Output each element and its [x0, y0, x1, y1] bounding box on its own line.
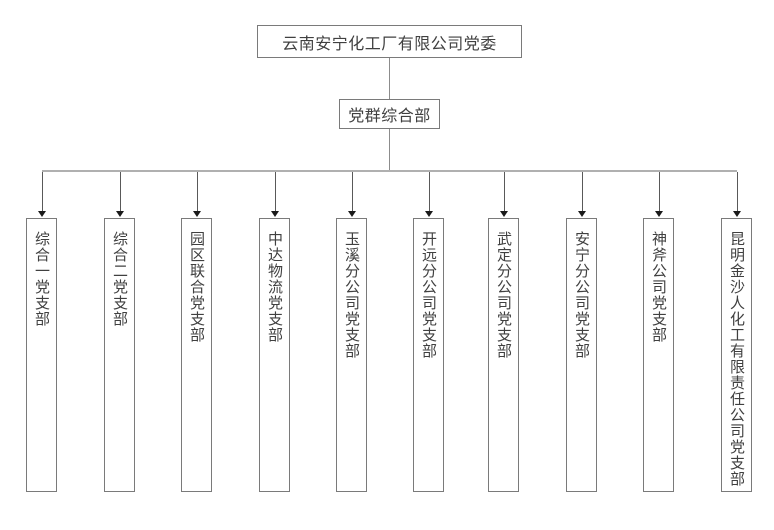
- connector-line: [119, 172, 121, 212]
- connector-line: [503, 172, 505, 212]
- org-node-branch: 玉溪分公司党支部: [336, 218, 367, 492]
- org-node-branch: 综合一党支部: [26, 218, 57, 492]
- arrow-down-icon: [733, 211, 741, 217]
- connector-line-root-dept: [389, 58, 390, 99]
- arrow-down-icon: [578, 211, 586, 217]
- org-node-branch: 安宁分公司党支部: [566, 218, 597, 492]
- arrow-down-icon: [38, 211, 46, 217]
- connector-line: [428, 172, 430, 212]
- connector-line: [196, 172, 198, 212]
- arrow-down-icon: [271, 211, 279, 217]
- arrow-down-icon: [193, 211, 201, 217]
- org-node-branch-label: 开远分公司党支部: [420, 231, 437, 359]
- arrow-down-icon: [425, 211, 433, 217]
- connector-line: [351, 172, 353, 212]
- org-node-branch: 中达物流党支部: [259, 218, 290, 492]
- org-node-branch-label: 武定分公司党支部: [495, 231, 512, 359]
- org-node-branch: 武定分公司党支部: [488, 218, 519, 492]
- org-node-branch: 开远分公司党支部: [413, 218, 444, 492]
- connector-line: [274, 172, 276, 212]
- connector-line: [41, 172, 43, 212]
- org-node-branch: 昆明金沙人化工有限责任公司党支部: [721, 218, 752, 492]
- connector-line: [581, 172, 583, 212]
- org-node-root: 云南安宁化工厂有限公司党委: [257, 25, 522, 58]
- arrow-down-icon: [116, 211, 124, 217]
- connector-line: [736, 172, 738, 212]
- org-node-branch: 综合二党支部: [104, 218, 135, 492]
- org-node-department-label: 党群综合部: [348, 108, 431, 125]
- org-node-branch-label: 昆明金沙人化工有限责任公司党支部: [728, 231, 745, 487]
- connector-line: [658, 172, 660, 212]
- arrow-down-icon: [348, 211, 356, 217]
- org-node-branch-label: 综合一党支部: [33, 231, 50, 327]
- org-node-branch: 神斧公司党支部: [643, 218, 674, 492]
- org-node-branch-label: 神斧公司党支部: [650, 231, 667, 343]
- arrow-down-icon: [500, 211, 508, 217]
- org-node-branch-label: 玉溪分公司党支部: [343, 231, 360, 359]
- org-node-department: 党群综合部: [339, 99, 440, 129]
- org-node-branch-label: 园区联合党支部: [188, 231, 205, 343]
- org-node-root-label: 云南安宁化工厂有限公司党委: [282, 35, 497, 53]
- connector-bus-line: [42, 170, 737, 172]
- org-node-branch-label: 安宁分公司党支部: [573, 231, 590, 359]
- org-node-branch-label: 综合二党支部: [111, 231, 128, 327]
- org-node-branch: 园区联合党支部: [181, 218, 212, 492]
- connector-line-dept-bus: [389, 129, 390, 171]
- org-node-branch-label: 中达物流党支部: [266, 231, 283, 343]
- arrow-down-icon: [655, 211, 663, 217]
